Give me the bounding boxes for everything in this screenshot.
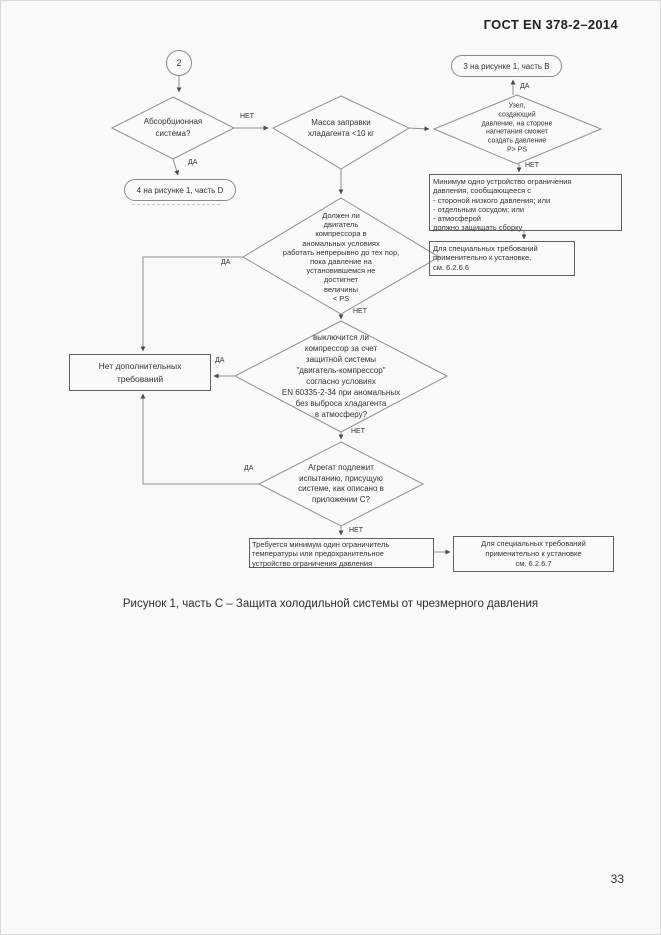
- process-limiter-required: Требуется минимум один ограничитель темп…: [249, 538, 434, 568]
- edge-label-pressure-yes: ДА: [520, 83, 530, 90]
- figure-caption: Рисунок 1, часть С – Защита холодильной …: [122, 598, 539, 610]
- decision-charge-mass: Масса заправки хладагента <10 кг: [307, 118, 375, 138]
- edge-label-motor-yes: ДА: [221, 259, 231, 266]
- diamond-pressure-unit-outline: [432, 94, 603, 165]
- scan-artifact-line: [132, 204, 220, 205]
- decision-compressor-cutout: выключится ли компрессор за счет защитно…: [281, 333, 401, 419]
- start-connector-2: 2: [166, 50, 192, 76]
- decision-absorption-system: Абсорбционная система?: [143, 117, 203, 138]
- process-special-6266: Для специальных требований применительно…: [429, 241, 575, 276]
- edge-label-absorption-no: НЕТ: [240, 113, 254, 120]
- decision-unit-test: Агрегат подлежит испытанию, присущую сис…: [298, 463, 384, 504]
- decision-pressure-unit: Узел, создающий давление, на стороне наг…: [481, 102, 553, 154]
- edge-label-test-yes: ДА: [244, 465, 254, 472]
- edge-label-test-no: НЕТ: [349, 527, 363, 534]
- terminal-4-figure1-part-d: 4 на рисунке 1, часть D: [124, 179, 236, 201]
- page-header-title: ГОСТ EN 378-2–2014: [483, 17, 618, 32]
- edge-label-cutout-no: НЕТ: [351, 428, 365, 435]
- terminal-3-figure1-part-b: 3 на рисунке 1, часть B: [451, 55, 562, 77]
- edge-label-cutout-yes: ДА: [215, 357, 225, 364]
- process-limit-device: Минимум одно устройство ограничения давл…: [429, 174, 622, 232]
- page-number: 33: [610, 872, 624, 886]
- edge-label-pressure-no: НЕТ: [525, 162, 539, 169]
- edge-label-absorption-yes: ДА: [188, 159, 198, 166]
- decision-motor-run: Должен ли двигатель компрессора в аномал…: [282, 210, 400, 303]
- process-no-requirements: Нет дополнительных требований: [69, 354, 211, 391]
- process-special-6267: Для специальных требований применительно…: [453, 536, 614, 572]
- edge-label-motor-no: НЕТ: [353, 308, 367, 315]
